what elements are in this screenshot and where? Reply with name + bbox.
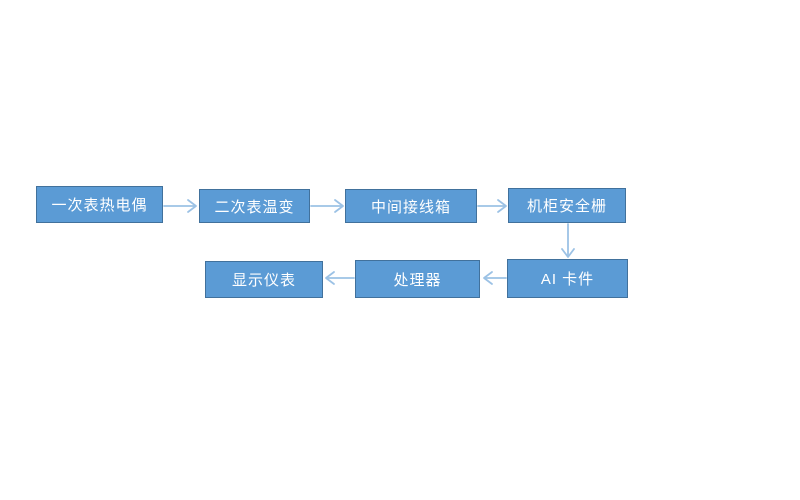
node-primary-thermocouple: 一次表热电偶 — [36, 186, 163, 223]
arrow-left-icon — [325, 271, 355, 285]
arrow-right-icon — [477, 199, 507, 213]
node-safety-barrier: 机柜安全栅 — [508, 188, 626, 223]
arrow-left-icon — [483, 271, 507, 285]
node-processor: 处理器 — [355, 260, 480, 298]
node-secondary-transmitter: 二次表温变 — [199, 189, 310, 223]
node-junction-box: 中间接线箱 — [345, 189, 477, 223]
node-display-instrument: 显示仪表 — [205, 261, 323, 298]
arrow-right-icon — [310, 199, 344, 213]
arrow-down-icon — [561, 223, 575, 258]
node-ai-card: AI 卡件 — [507, 259, 628, 298]
arrow-right-icon — [163, 199, 197, 213]
